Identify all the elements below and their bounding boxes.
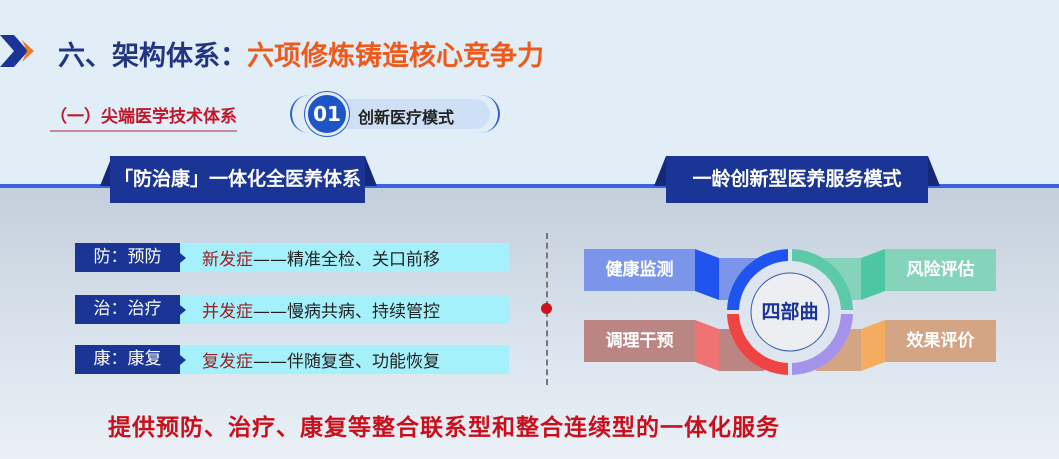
header-ear bbox=[100, 156, 112, 186]
step-risk-assessment: 风险评估 bbox=[885, 249, 996, 291]
step-evaluation: 效果评价 bbox=[885, 320, 996, 362]
list-item: 防：预防新发症——精准全检、关口前移 bbox=[75, 243, 509, 272]
divider-line bbox=[0, 184, 1059, 188]
header-ear bbox=[654, 156, 666, 186]
separator-dot bbox=[541, 303, 552, 314]
step-intervention: 调理干预 bbox=[584, 320, 695, 362]
diagram-center-label: 四部曲 bbox=[761, 301, 819, 323]
four-step-diagram bbox=[695, 249, 885, 375]
number-badge: 01 bbox=[305, 92, 349, 136]
footer-statement: 提供预防、治疗、康复等整合联系型和整合连续型的一体化服务 bbox=[108, 415, 780, 441]
chevron-arrow-icon bbox=[0, 35, 34, 67]
page-title: 六、架构体系：六项修炼铸造核心竞争力 bbox=[58, 41, 544, 72]
step-health-monitoring: 健康监测 bbox=[584, 249, 695, 291]
list-item: 治：治疗并发症——慢病共病、持续管控 bbox=[75, 295, 509, 324]
list-item: 康：康复复发症——伴随复查、功能恢复 bbox=[75, 345, 509, 374]
header-ear bbox=[928, 156, 940, 186]
right-section-header: 一龄创新型医养服务模式 bbox=[666, 156, 928, 203]
badge-label: 创新医疗模式 bbox=[358, 108, 455, 127]
header-ear bbox=[365, 156, 377, 186]
left-section-header: 「防治康」一体化全医养体系 bbox=[110, 156, 365, 203]
section-subtitle: （一）尖端医学技术体系 bbox=[50, 102, 237, 132]
